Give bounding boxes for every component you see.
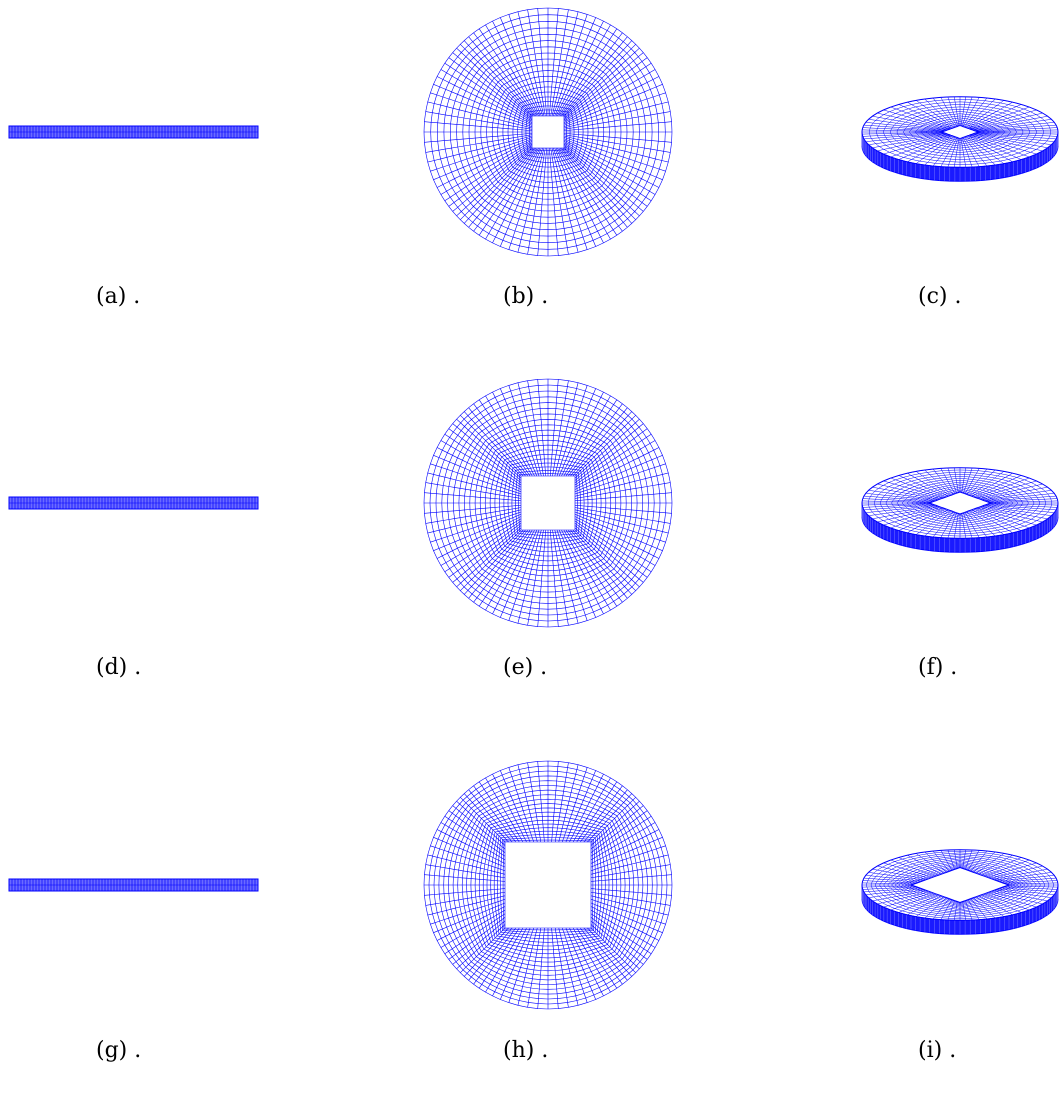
caption-h: (h) . <box>503 1038 549 1063</box>
panel-i-iso-mesh <box>861 849 1059 935</box>
panel-c-iso-mesh <box>861 96 1059 182</box>
caption-g: (g) . <box>96 1038 142 1063</box>
panel-b-top-mesh <box>423 7 673 257</box>
panel-h-top-mesh <box>423 760 673 1010</box>
panel-e-top-mesh <box>423 378 673 628</box>
panel-a-side-mesh <box>8 125 259 139</box>
caption-f: (f) . <box>918 655 958 680</box>
caption-e: (e) . <box>503 655 548 680</box>
panel-d-side-mesh <box>8 496 259 510</box>
panel-f-iso-mesh <box>861 467 1059 553</box>
caption-d: (d) . <box>96 655 142 680</box>
caption-i: (i) . <box>918 1038 957 1063</box>
caption-a: (a) . <box>96 284 141 309</box>
panel-g-side-mesh <box>8 878 259 892</box>
caption-b: (b) . <box>503 284 549 309</box>
caption-c: (c) . <box>918 284 962 309</box>
